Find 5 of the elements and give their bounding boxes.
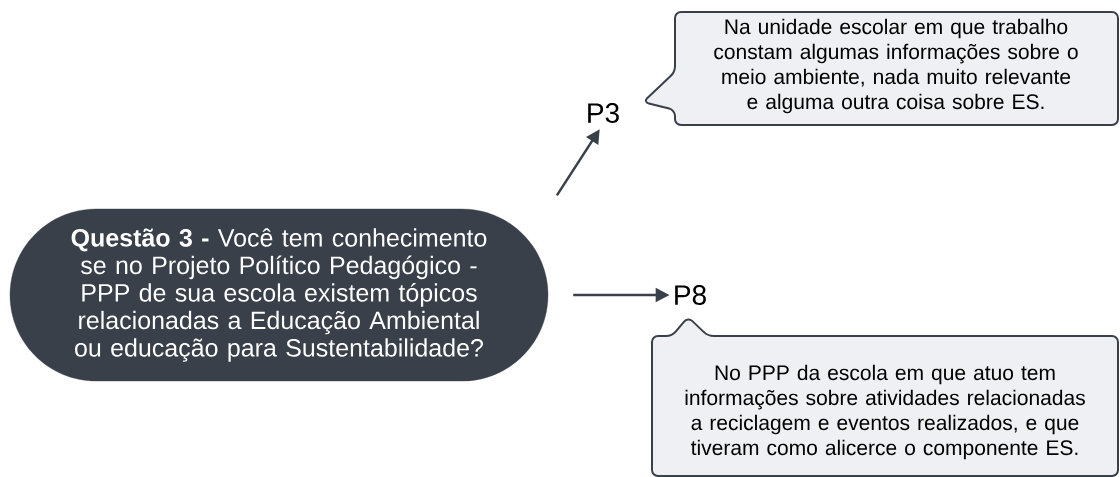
speech-bubble: Na unidade escolar em que trabalho constam algumas informações sobre o meio ambiente, nada muito relevante e alguma outra coisa sobre ES. — [644, 11, 1119, 126]
speech-bubble: No PPP da escola em que atuo tem informações sobre atividades relacionadas a reciclagem e eventos realizados, e que tiveram como alicerce o componente ES. — [651, 318, 1119, 477]
question-box: Questão 3 - Você tem conhecimento se no Projeto Político Pedagógico - PPP de sua escola existem tópicos relacionadas a Educação Ambiental ou educação para Sustentabilidade? — [9, 208, 549, 382]
respondent-label: P8 — [675, 285, 706, 305]
respondent-label: P3 — [588, 103, 619, 123]
